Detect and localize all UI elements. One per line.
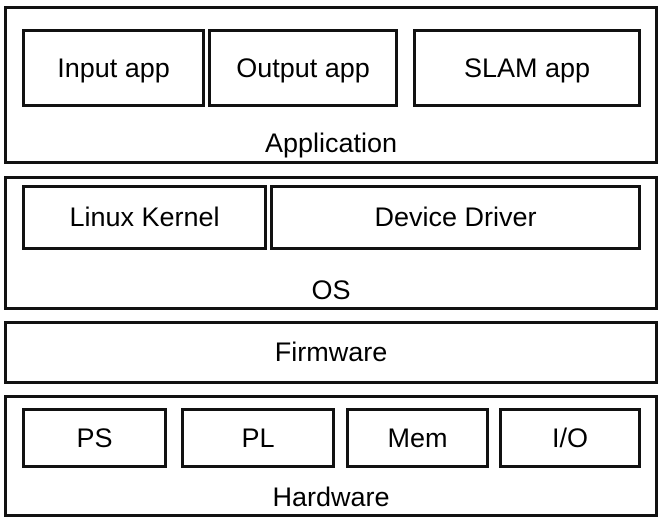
linux-kernel-box: Linux Kernel <box>22 185 267 250</box>
hardware-layer: PS PL Mem I/O Hardware <box>4 395 658 517</box>
input-app-label: Input app <box>57 52 170 83</box>
io-label: I/O <box>551 422 588 453</box>
output-app-label: Output app <box>236 52 370 83</box>
mem-box: Mem <box>346 408 489 468</box>
hardware-layer-label: Hardware <box>272 482 390 512</box>
output-app-box: Output app <box>208 29 398 107</box>
pl-box: PL <box>181 408 335 468</box>
slam-app-box: SLAM app <box>413 29 641 107</box>
io-box: I/O <box>499 408 641 468</box>
firmware-layer: Firmware <box>4 321 658 384</box>
application-layer: Input app Output app SLAM app Applicatio… <box>4 6 658 164</box>
device-driver-label: Device Driver <box>374 202 537 232</box>
linux-kernel-label: Linux Kernel <box>69 202 220 232</box>
slam-app-label: SLAM app <box>463 52 591 83</box>
os-layer: Linux Kernel Device Driver OS <box>4 176 658 310</box>
device-driver-box: Device Driver <box>270 185 641 250</box>
pl-label: PL <box>241 422 275 453</box>
ps-box: PS <box>22 408 167 468</box>
firmware-layer-label: Firmware <box>274 337 388 367</box>
mem-label: Mem <box>387 422 448 453</box>
application-layer-label: Application <box>264 128 398 158</box>
os-layer-label: OS <box>311 275 351 305</box>
ps-label: PS <box>76 422 113 453</box>
input-app-box: Input app <box>22 29 205 107</box>
